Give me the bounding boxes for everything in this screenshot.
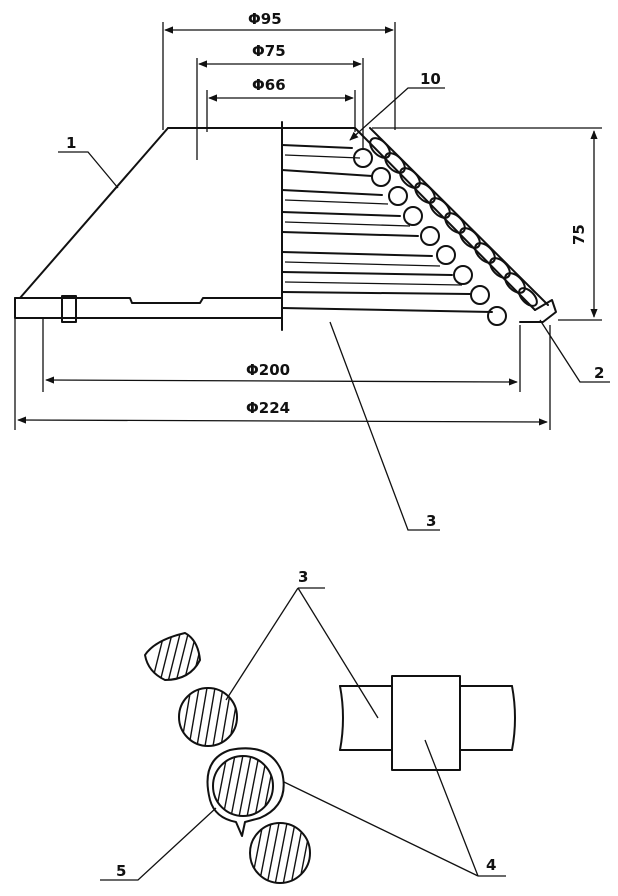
spring-coil [369, 137, 538, 307]
ball-fragment [144, 632, 201, 681]
dimension-lines [14, 22, 602, 430]
radial-rods [281, 144, 493, 313]
callout-5: 5 [116, 862, 126, 880]
coated-ball-b [206, 747, 285, 837]
clamp-block [61, 295, 77, 323]
callout-1: 1 [66, 134, 76, 152]
callout-3-upper: 3 [426, 512, 436, 530]
dim-phi200: Φ200 [246, 361, 290, 379]
ball-row [353, 148, 507, 326]
callout-3-lower: 3 [298, 568, 308, 586]
leader-lines-upper [58, 87, 610, 531]
dim-height-75: 75 [570, 224, 588, 245]
dim-phi224: Φ224 [246, 399, 290, 417]
dim-phi75: Φ75 [252, 42, 286, 60]
cone-body [14, 121, 557, 331]
dim-phi66: Φ66 [252, 76, 286, 94]
sleeve [391, 675, 461, 771]
hatched-ball-a [178, 687, 238, 747]
callout-2: 2 [594, 364, 604, 382]
dim-phi95: Φ95 [248, 10, 282, 28]
callout-4: 4 [486, 856, 496, 874]
leader-lines-lower [100, 587, 506, 881]
callout-10: 10 [420, 70, 441, 88]
shaft-with-sleeve [339, 675, 516, 771]
hatched-ball-c [249, 822, 311, 884]
